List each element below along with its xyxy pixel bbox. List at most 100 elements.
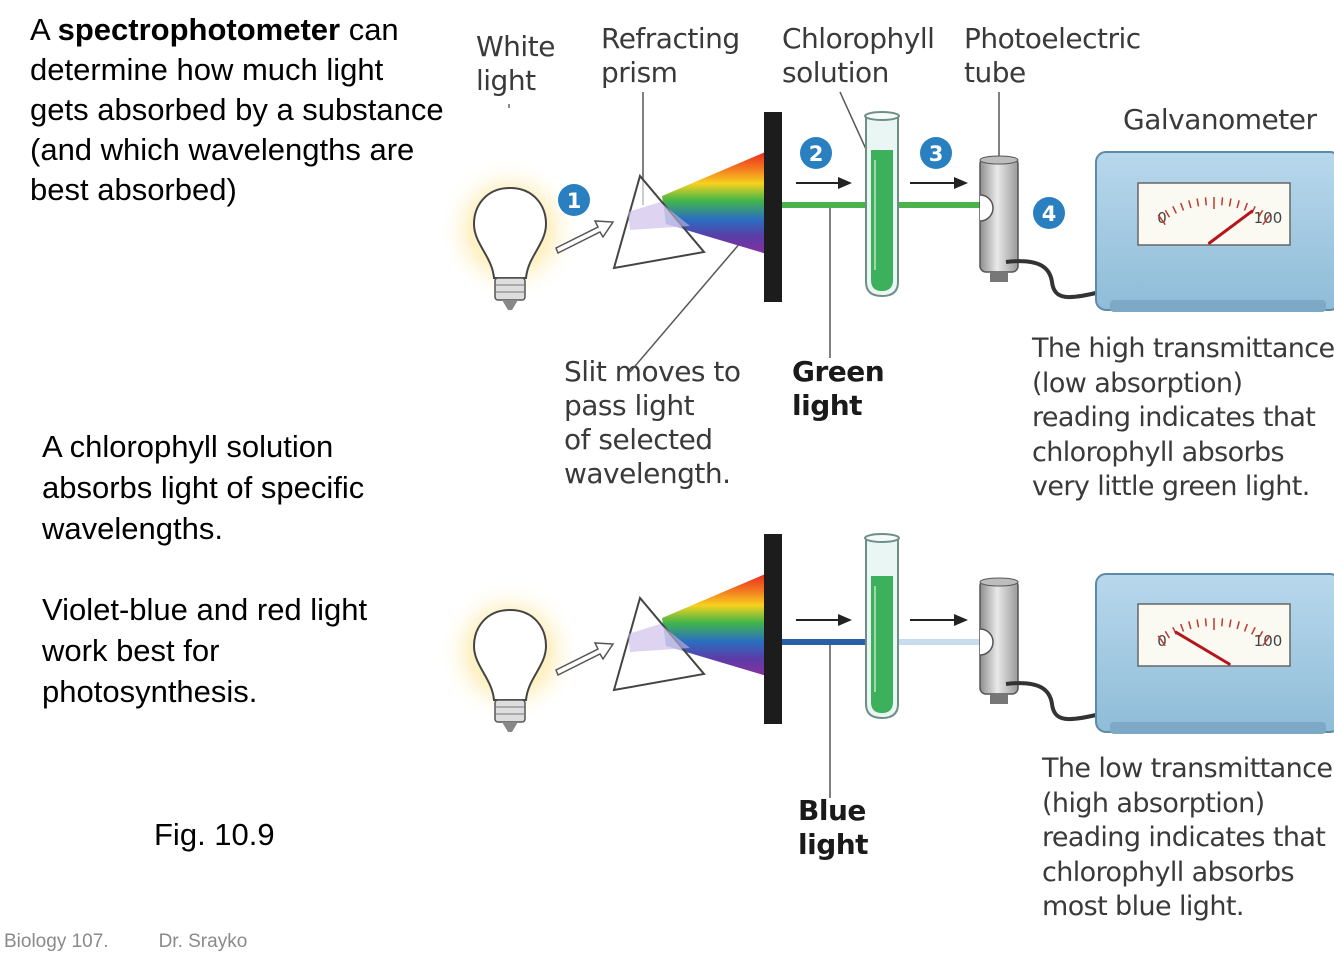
meter-tick — [1262, 214, 1271, 226]
footer: Biology 107. Dr. Srayko — [4, 931, 247, 953]
intro-prefix: A — [30, 12, 58, 47]
meter-face: 0 100 — [1137, 603, 1291, 667]
meter-face: 0 100 — [1137, 182, 1291, 246]
step-badge-1: 1 — [558, 184, 590, 216]
svg-text:1: 1 — [567, 189, 582, 213]
step-badge-2: 2 — [800, 137, 832, 169]
meter-tick — [1228, 198, 1232, 207]
arrow-icon — [910, 177, 968, 189]
galvanometer-icon: 0 100 — [1095, 573, 1334, 734]
caption-low-line-4: chlorophyll absorbs — [1042, 856, 1295, 888]
label-prism-line-1: Refracting — [601, 22, 740, 55]
caption-high-line-3: reading indicates that — [1032, 402, 1316, 433]
label-slit-line-4: wavelength. — [564, 457, 731, 490]
caption-low-transmittance: The low transmittance (high absorption) … — [1042, 752, 1333, 925]
meter-tick — [1257, 630, 1264, 639]
caption-low-line-5: most blue light. — [1042, 891, 1244, 922]
lightbulb-icon — [472, 608, 548, 732]
svg-text:3: 3 — [929, 142, 944, 166]
footer-course: Biology 107. — [4, 931, 109, 952]
meter-tick — [1221, 618, 1224, 627]
meter-needle — [1207, 209, 1254, 245]
label-slit-line-3: of selected — [564, 423, 713, 456]
svg-text:4: 4 — [1042, 202, 1057, 226]
test-tube-icon — [864, 111, 900, 298]
label-solution-line-1: Chlorophyll — [782, 22, 935, 55]
spectrum-fan — [662, 150, 770, 255]
arrow-icon — [796, 177, 852, 189]
meter-tick — [1172, 205, 1177, 214]
arrow-icon — [910, 614, 968, 626]
test-tube-icon — [864, 533, 900, 720]
setup-green-light: 1 2 3 4 0 100 — [438, 91, 1334, 373]
figure-label: Fig. 10.9 — [154, 817, 275, 852]
meter-tick — [1243, 623, 1249, 632]
white-light-arrow — [555, 642, 615, 677]
label-white-light-line-2: light — [476, 64, 536, 97]
photoelectric-tube-icon — [979, 577, 1019, 704]
meter-tick — [1204, 197, 1207, 206]
label-chlorophyll-solution: Chlorophyll solution — [782, 22, 935, 90]
meter-tick — [1228, 619, 1232, 628]
label-tube-line-2: tube — [964, 56, 1026, 89]
intro-rest: can determine how much light gets absorb… — [30, 12, 444, 207]
caption-high-line-5: very little green light. — [1032, 471, 1310, 502]
label-blue-light: Blue light — [798, 794, 869, 862]
meter-tick — [1164, 209, 1171, 218]
intro-text: A spectrophotometer can determine how mu… — [30, 10, 450, 210]
meter-tick — [1157, 214, 1166, 226]
label-blue-line-1: Blue — [798, 794, 866, 827]
label-slit-line-1: Slit moves to — [564, 355, 741, 388]
label-tube-line-1: Photoelectric — [964, 22, 1141, 55]
step-badge-4: 4 — [1033, 197, 1065, 229]
meter-ticks — [1157, 618, 1271, 647]
meter-tick — [1188, 621, 1192, 630]
meter-tick — [1236, 621, 1240, 630]
label-green-light: Green light — [792, 355, 885, 423]
caption-high-line-1: The high transmittance — [1032, 333, 1334, 364]
galvanometer-icon: 0 100 — [1095, 151, 1334, 312]
label-slit-line-2: pass light — [564, 389, 695, 422]
meter-tick — [1251, 626, 1256, 635]
photoelectric-tube-icon — [979, 155, 1019, 282]
meter-tick — [1164, 630, 1171, 639]
label-solution-line-2: solution — [782, 56, 889, 89]
meter-needle — [1174, 630, 1231, 666]
label-green-line-1: Green — [792, 355, 885, 388]
meter-max-label: 100 — [1254, 632, 1283, 650]
caption-high-line-4: chlorophyll absorbs — [1032, 436, 1285, 468]
meter-tick — [1157, 635, 1166, 647]
slit-bar — [764, 112, 782, 302]
label-prism-line-2: prism — [601, 56, 678, 89]
label-slit: Slit moves to pass light of selected wav… — [564, 355, 741, 491]
footer-instructor: Dr. Srayko — [158, 931, 248, 952]
meter-tick — [1196, 619, 1200, 628]
intro-bold-term: spectrophotometer — [57, 12, 341, 47]
label-refracting-prism: Refracting prism — [601, 22, 740, 90]
cable — [1005, 681, 1101, 722]
caption-high-line-2: (low absorption) — [1032, 367, 1243, 399]
label-photoelectric-tube: Photoelectric tube — [964, 22, 1141, 90]
label-white-light-line-1: White — [476, 30, 555, 63]
chlorophyll-line-2: Violet-blue and red light work best for … — [42, 592, 368, 709]
meter-tick — [1204, 618, 1207, 627]
chlorophyll-line-1: A chlorophyll solution absorbs light of … — [42, 429, 365, 546]
cable — [1005, 259, 1101, 300]
label-galvanometer: Galvanometer — [1123, 103, 1317, 136]
meter-tick — [1221, 197, 1224, 206]
meter-tick — [1262, 635, 1271, 647]
meter-tick — [1243, 202, 1249, 211]
slit-bar — [764, 534, 782, 724]
meter-tick — [1188, 200, 1192, 209]
caption-low-line-1: The low transmittance — [1042, 753, 1333, 784]
meter-tick — [1196, 198, 1200, 207]
step-badge-3: 3 — [920, 137, 952, 169]
svg-text:2: 2 — [809, 142, 824, 166]
setup-blue-light: 0 100 — [438, 533, 1334, 798]
label-green-line-2: light — [792, 389, 863, 422]
caption-high-transmittance: The high transmittance (low absorption) … — [1032, 332, 1334, 505]
lightbulb-icon — [472, 186, 548, 310]
caption-low-line-2: (high absorption) — [1042, 787, 1265, 819]
label-blue-line-2: light — [798, 828, 869, 861]
